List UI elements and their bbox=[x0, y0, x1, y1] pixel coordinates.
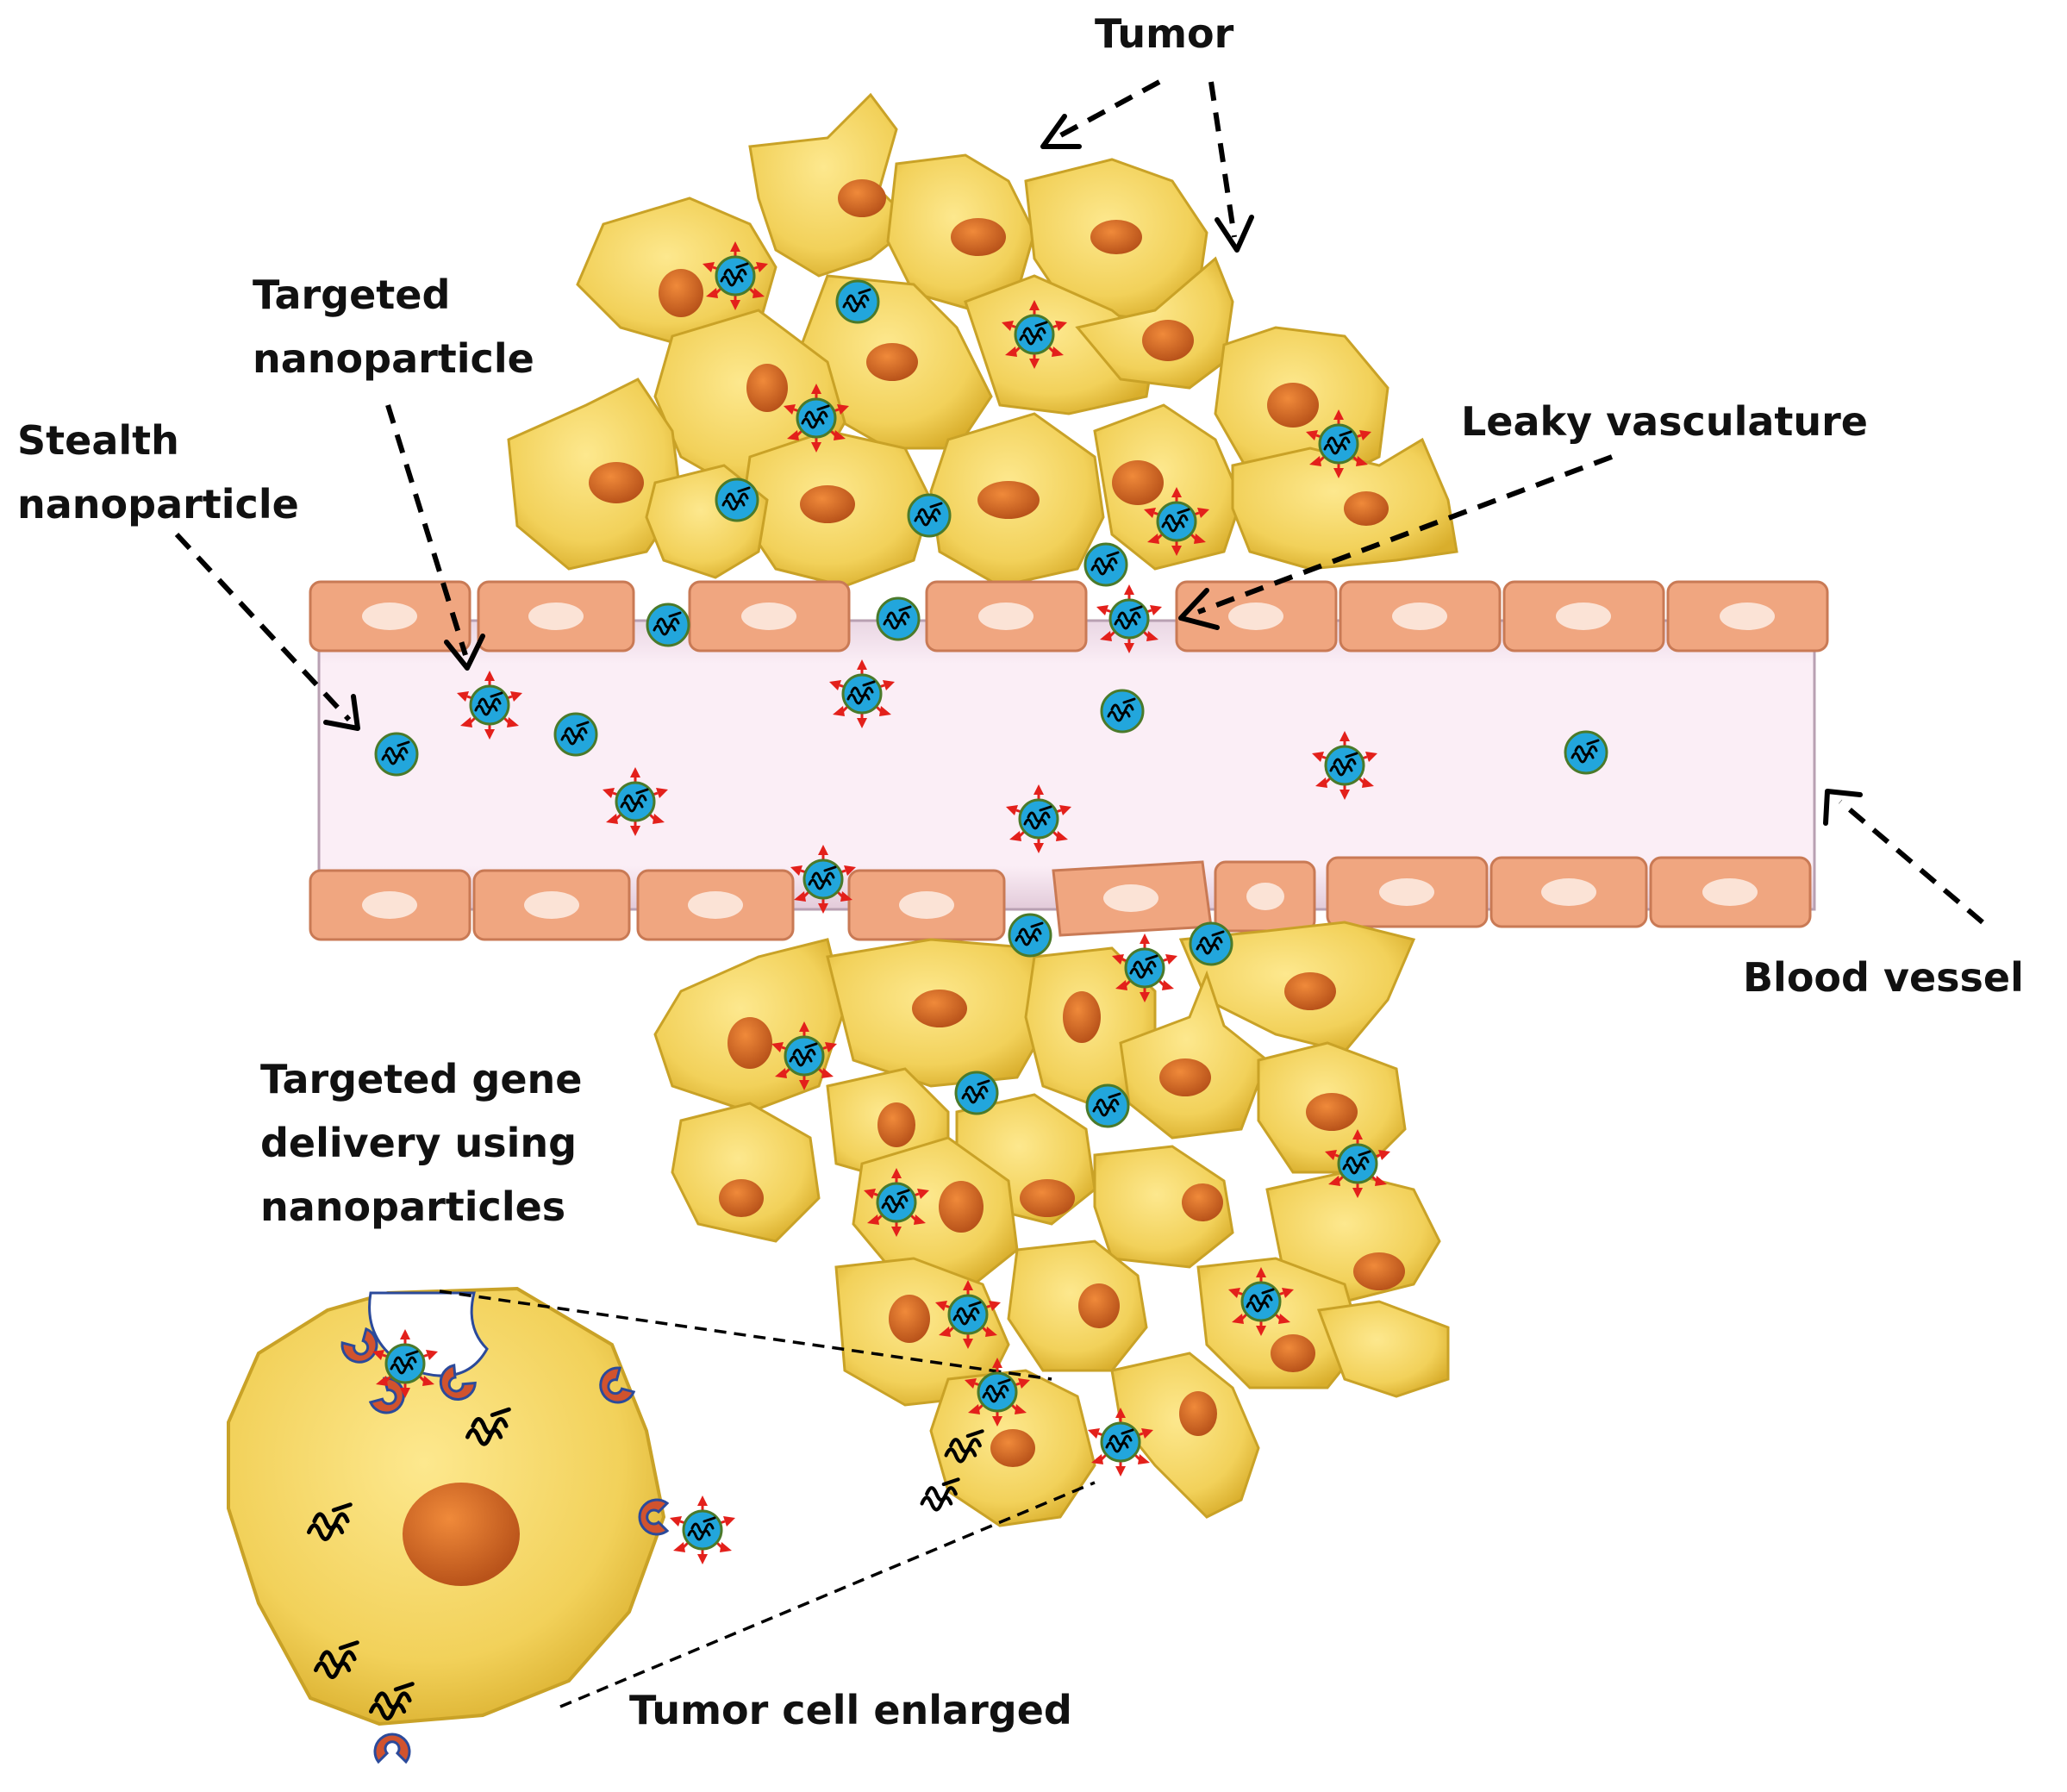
endothelial-top-nuclei bbox=[362, 603, 1775, 630]
label-targeted-np-2: nanoparticle bbox=[253, 335, 534, 382]
label-arrows bbox=[174, 79, 1984, 925]
tumor-cell bbox=[1093, 403, 1243, 571]
tumor-cell bbox=[1093, 1145, 1234, 1269]
label-blood-vessel: Blood vessel bbox=[1743, 954, 2024, 1001]
enlarged-nucleus bbox=[403, 1483, 520, 1586]
labels: Tumor Targeted nanoparticle Stealth nano… bbox=[17, 10, 2024, 1733]
label-enlarged: Tumor cell enlarged bbox=[629, 1687, 1072, 1733]
tumor-cell bbox=[671, 1102, 821, 1243]
tumor-cell bbox=[964, 274, 1157, 415]
tumor-cell bbox=[1316, 1300, 1450, 1398]
tumor-cell bbox=[1007, 1239, 1148, 1372]
targeted-nanoparticle-icon bbox=[670, 1495, 735, 1564]
label-gene-1: Targeted gene bbox=[260, 1056, 583, 1102]
upper-tumor-cluster bbox=[507, 92, 1458, 588]
blood-vessel bbox=[309, 580, 1829, 941]
zoom-lines bbox=[439, 1289, 1096, 1708]
enlarged-tumor-cell bbox=[227, 1286, 735, 1764]
label-targeted-np-1: Targeted bbox=[253, 272, 450, 318]
upper-nuclei bbox=[589, 179, 1389, 526]
tumor-cell bbox=[748, 92, 916, 278]
label-gene-2: delivery using bbox=[260, 1120, 577, 1166]
label-leaky: Leaky vasculature bbox=[1461, 398, 1868, 445]
label-stealth-np-2: nanoparticle bbox=[17, 481, 299, 528]
endothelial-bottom-nuclei bbox=[362, 878, 1758, 919]
label-tumor: Tumor bbox=[1095, 10, 1234, 57]
label-stealth-np-1: Stealth bbox=[17, 417, 179, 464]
lower-nuclei bbox=[719, 972, 1405, 1467]
label-gene-3: nanoparticles bbox=[260, 1183, 565, 1230]
lower-tumor-cluster bbox=[653, 921, 1450, 1527]
